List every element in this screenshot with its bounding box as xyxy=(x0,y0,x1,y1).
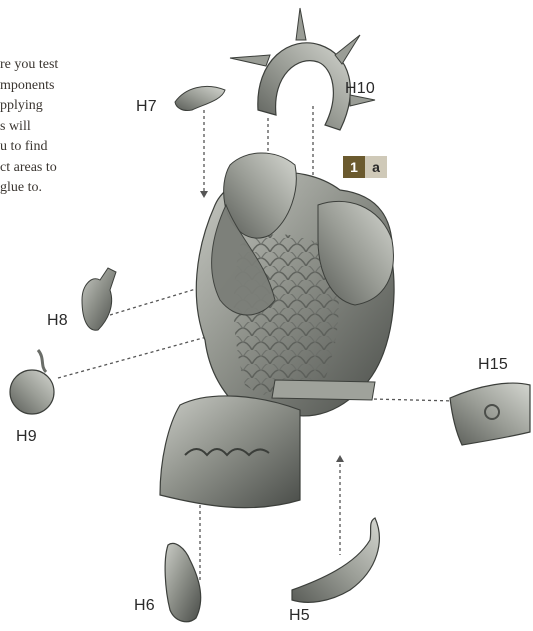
part-label-h15: H15 xyxy=(478,356,508,374)
part-h6 xyxy=(165,543,201,621)
part-label-h9: H9 xyxy=(16,428,37,446)
step-sub-letter: a xyxy=(365,156,387,178)
dwarf-torso xyxy=(160,153,394,508)
part-label-h10: H10 xyxy=(345,80,375,98)
part-label-h7: H7 xyxy=(136,98,157,116)
part-label-h6: H6 xyxy=(134,597,155,615)
part-h5-blade xyxy=(292,518,379,602)
part-label-h8: H8 xyxy=(47,312,68,330)
part-h10-collar xyxy=(230,8,375,130)
part-h9-orb xyxy=(10,350,54,414)
part-label-h5: H5 xyxy=(289,607,310,625)
step-number: 1 xyxy=(343,156,365,178)
step-badge: 1 a xyxy=(343,156,387,178)
part-h8-hand xyxy=(82,268,116,330)
part-h7 xyxy=(175,86,225,110)
part-h15-bracer xyxy=(450,383,530,445)
